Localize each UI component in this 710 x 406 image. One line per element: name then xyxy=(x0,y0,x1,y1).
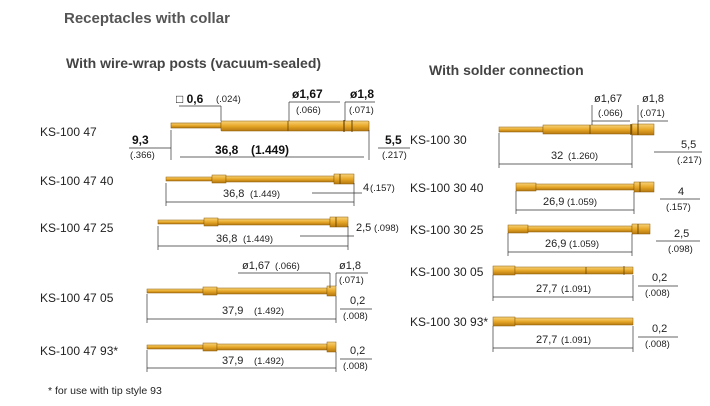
part-label-ks1003093: KS-100 30 93* xyxy=(410,315,489,329)
receptacle-ks1004793 xyxy=(146,341,337,353)
dim-s1-dia-18-inch: (.071) xyxy=(640,108,665,119)
part-label-ks1004793: KS-100 47 93* xyxy=(40,344,119,358)
dims-ks1004740 xyxy=(165,183,362,206)
dim-square-size: □ 0,6 xyxy=(176,92,204,106)
dim-r5-length-inch: (1.492) xyxy=(254,356,285,367)
dim-body-length-inch: (1.449) xyxy=(251,143,290,157)
receptacle-ks1003005 xyxy=(492,265,634,276)
part-label-ks10047: KS-100 47 xyxy=(40,125,97,139)
receptacle-ks1003025 xyxy=(507,223,651,235)
dim-s3-length-inch: (1.059) xyxy=(569,239,600,250)
dim-s3-offset: 2,5 xyxy=(674,228,690,240)
dim-post-length-inch: (.366) xyxy=(130,150,155,161)
dim-s5-length: 27,7 xyxy=(536,334,558,346)
dim-dia-18: ø1,8 xyxy=(350,87,375,101)
dims-ks1004793 xyxy=(146,350,372,372)
dim-s4-offset: 0,2 xyxy=(652,272,668,284)
dim-r4-dia-167-inch: (.066) xyxy=(275,261,300,272)
part-label-ks1004740: KS-100 47 40 xyxy=(40,174,114,188)
dim-collar-offset-inch: (.217) xyxy=(382,150,407,161)
dims-ks1004725 xyxy=(157,226,354,250)
part-label-ks1004705: KS-100 47 05 xyxy=(40,291,114,305)
dims-ks1004705 xyxy=(146,272,372,323)
dim-s5-offset: 0,2 xyxy=(652,323,668,335)
dim-s4-length-inch: (1.091) xyxy=(561,284,592,295)
receptacle-ks1004705 xyxy=(146,285,337,297)
dim-s1-dia-167-inch: (.066) xyxy=(598,108,623,119)
section-title-solder: With solder connection xyxy=(429,62,584,78)
dim-post-length: 9,3 xyxy=(132,133,149,147)
dim-r3-offset: 2,5 xyxy=(356,222,372,234)
receptacle-ks1003040 xyxy=(515,181,655,193)
dim-r2-offset-inch: (.157) xyxy=(370,183,395,194)
receptacle-ks10047 xyxy=(170,120,370,132)
dim-dia-18-inch: (.071) xyxy=(349,105,374,116)
dim-r3-offset-inch: (.098) xyxy=(374,223,399,234)
dim-r5-offset: 0,2 xyxy=(350,345,366,357)
dim-s5-offset-inch: (.008) xyxy=(645,339,670,350)
dim-s4-offset-inch: (.008) xyxy=(645,288,670,299)
dim-s4-length: 27,7 xyxy=(536,283,558,295)
dim-r2-offset: 4 xyxy=(363,182,370,194)
part-label-ks10030: KS-100 30 xyxy=(410,133,467,147)
receptacle-ks1003093 xyxy=(492,316,634,327)
dim-s3-offset-inch: (.098) xyxy=(668,244,693,255)
dim-collar-offset: 5,5 xyxy=(385,133,402,147)
dim-r3-length-inch: (1.449) xyxy=(243,234,274,245)
dims-ks10030 xyxy=(498,105,702,168)
dim-s1-offset: 5,5 xyxy=(681,139,697,151)
dim-r5-length: 37,9 xyxy=(222,355,244,367)
dim-s2-offset: 4 xyxy=(678,186,685,198)
dim-body-length: 36,8 xyxy=(215,143,239,157)
dim-r4-offset-inch: (.008) xyxy=(343,311,368,322)
dim-r2-length: 36,8 xyxy=(223,188,245,200)
dim-dia-167-inch: (.066) xyxy=(296,105,321,116)
page-title: Receptacles with collar xyxy=(64,10,230,27)
receptacle-ks1004725 xyxy=(157,216,349,228)
dim-r4-dia-18: ø1,8 xyxy=(339,260,362,272)
dim-s3-length: 26,9 xyxy=(545,238,567,250)
dim-s1-dia-18: ø1,8 xyxy=(642,93,665,105)
dim-square-size-inch: (.024) xyxy=(216,94,241,105)
part-label-ks1004725: KS-100 47 25 xyxy=(40,221,114,235)
section-title-wirewrap: With wire-wrap posts (vacuum-sealed) xyxy=(66,55,322,71)
part-label-ks1003005: KS-100 30 05 xyxy=(410,265,484,279)
dim-s2-offset-inch: (.157) xyxy=(666,202,691,213)
part-label-ks1003025: KS-100 30 25 xyxy=(410,223,484,237)
dims-ks1003093 xyxy=(492,326,678,352)
part-label-ks1003040: KS-100 30 40 xyxy=(410,181,484,195)
dim-r4-offset: 0,2 xyxy=(350,295,366,307)
receptacle-ks1004740 xyxy=(165,173,355,185)
dim-r4-dia-167: ø1,67 xyxy=(242,260,271,272)
dim-r4-dia-18-inch: (.071) xyxy=(339,275,364,286)
receptacle-ks10030 xyxy=(498,123,655,136)
dim-r4-length: 37,9 xyxy=(222,305,244,317)
dim-s2-length: 26,9 xyxy=(543,196,565,208)
dim-s1-dia-167: ø1,67 xyxy=(594,93,623,105)
dim-dia-167: ø1,67 xyxy=(292,87,323,101)
dim-r5-offset-inch: (.008) xyxy=(343,361,368,372)
dims-ks1003025 xyxy=(507,233,700,256)
dims-ks1003040 xyxy=(515,191,700,214)
dim-s1-length: 32 xyxy=(551,150,564,162)
dim-s1-length-inch: (1.260) xyxy=(568,151,599,162)
footnote: * for use with tip style 93 xyxy=(48,385,162,397)
dim-s2-length-inch: (1.059) xyxy=(567,197,598,208)
dim-r4-length-inch: (1.492) xyxy=(254,306,285,317)
dim-r2-length-inch: (1.449) xyxy=(250,189,281,200)
dim-r3-length: 36,8 xyxy=(216,233,238,245)
dims-ks1003005 xyxy=(492,275,678,301)
dim-s5-length-inch: (1.091) xyxy=(561,335,592,346)
dim-s1-offset-inch: (.217) xyxy=(677,155,702,166)
dims-ks10047 xyxy=(129,101,410,160)
